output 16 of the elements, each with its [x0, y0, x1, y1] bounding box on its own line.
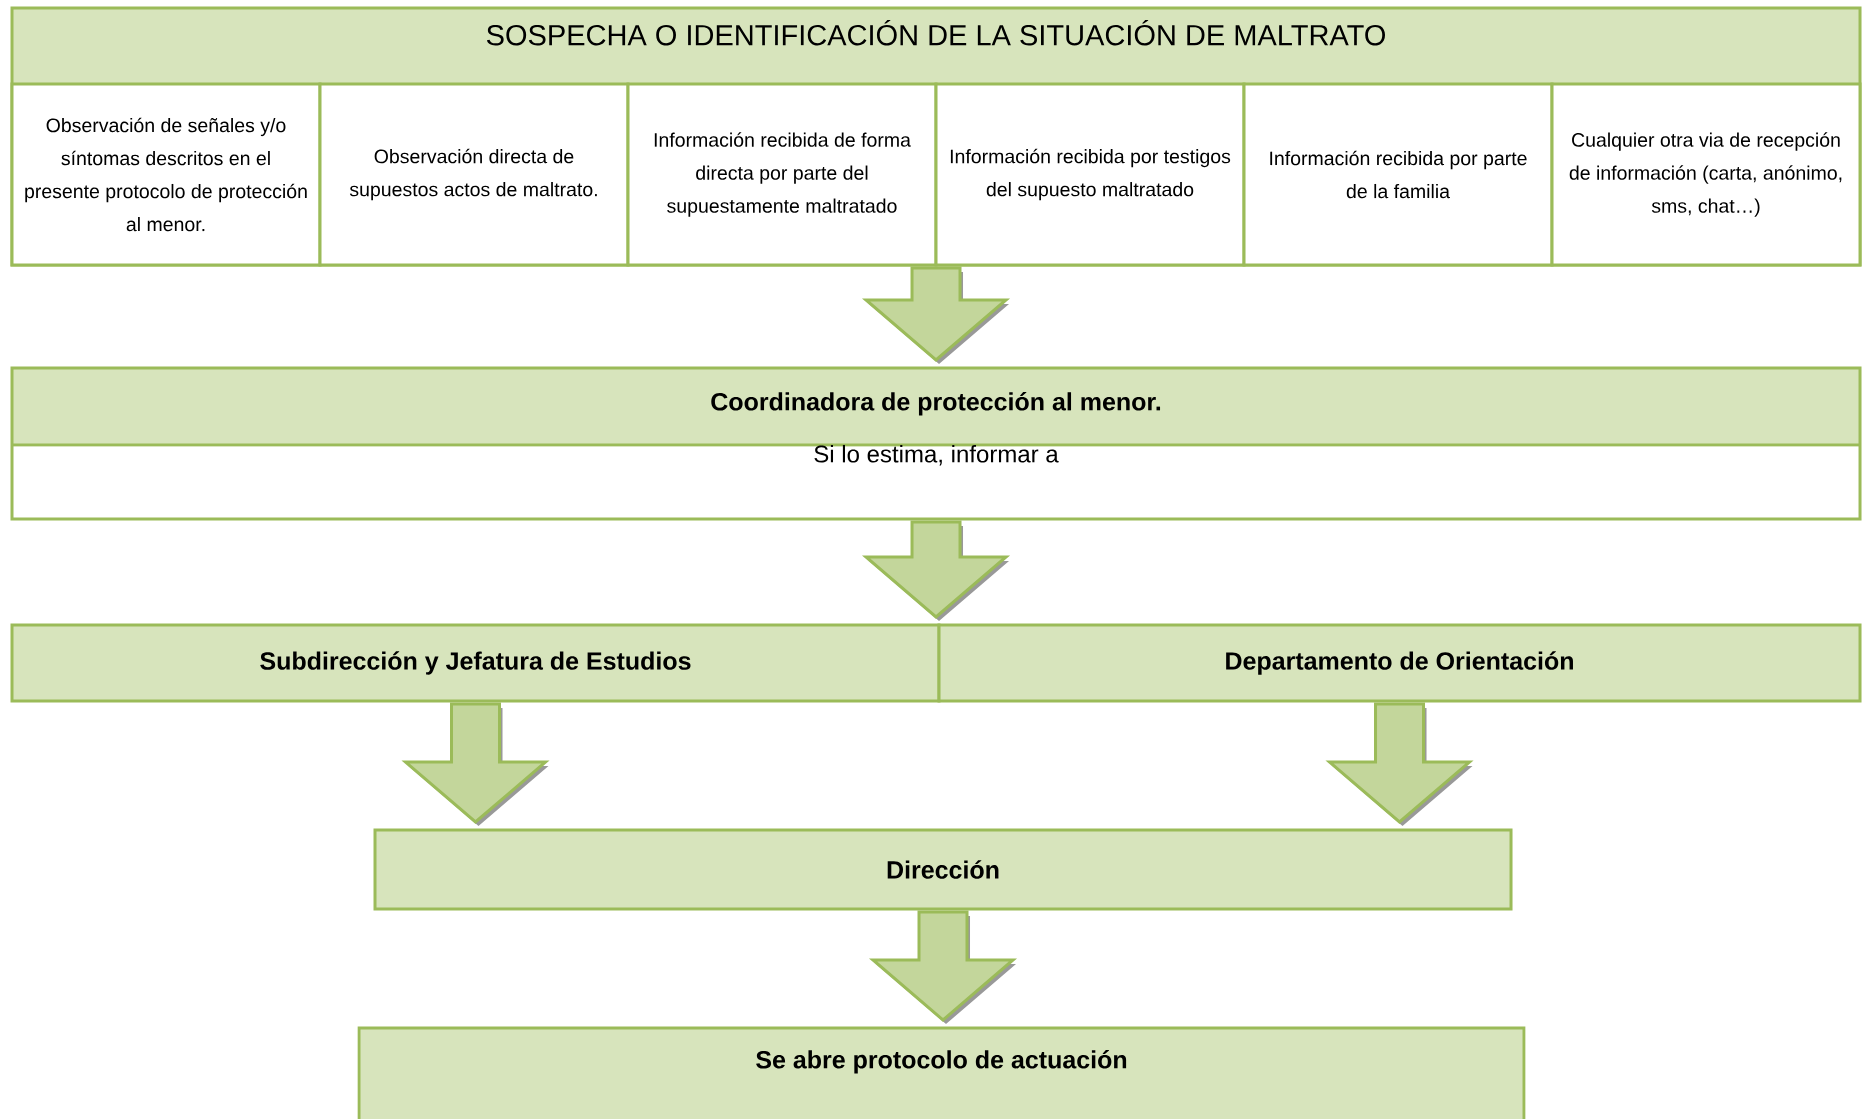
block-arrow: [868, 910, 1018, 1024]
text-cell: Observación de señales y/o síntomas descritos en el presente protocolo de protección al menor.: [10, 82, 322, 267]
process-box: Se abre protocolo de actuación: [357, 1026, 1526, 1119]
block-arrow: [861, 520, 1011, 621]
text-cell: Observación directa de supuestos actos de maltrato.: [318, 82, 630, 267]
process-box: Coordinadora de protección al menor. Si lo estima, informar a: [10, 366, 1862, 521]
text-cell: Información recibida de forma directa por parte del supuestamente maltratado: [626, 82, 938, 267]
process-box: Dirección: [373, 828, 1513, 911]
text-cell: Información recibida por parte de la familia: [1242, 82, 1554, 267]
process-box: Subdirección y Jefatura de Estudios: [10, 623, 941, 703]
text-cell: Información recibida por testigos del supuesto maltratado: [934, 82, 1246, 267]
block-arrow: [861, 266, 1011, 364]
block-arrow: [1325, 702, 1474, 826]
process-box: Departamento de Orientación: [937, 623, 1862, 703]
block-arrow: [401, 702, 550, 826]
text-cell: Cualquier otra via de recepción de información (carta, anónimo, sms, chat…): [1550, 82, 1862, 267]
